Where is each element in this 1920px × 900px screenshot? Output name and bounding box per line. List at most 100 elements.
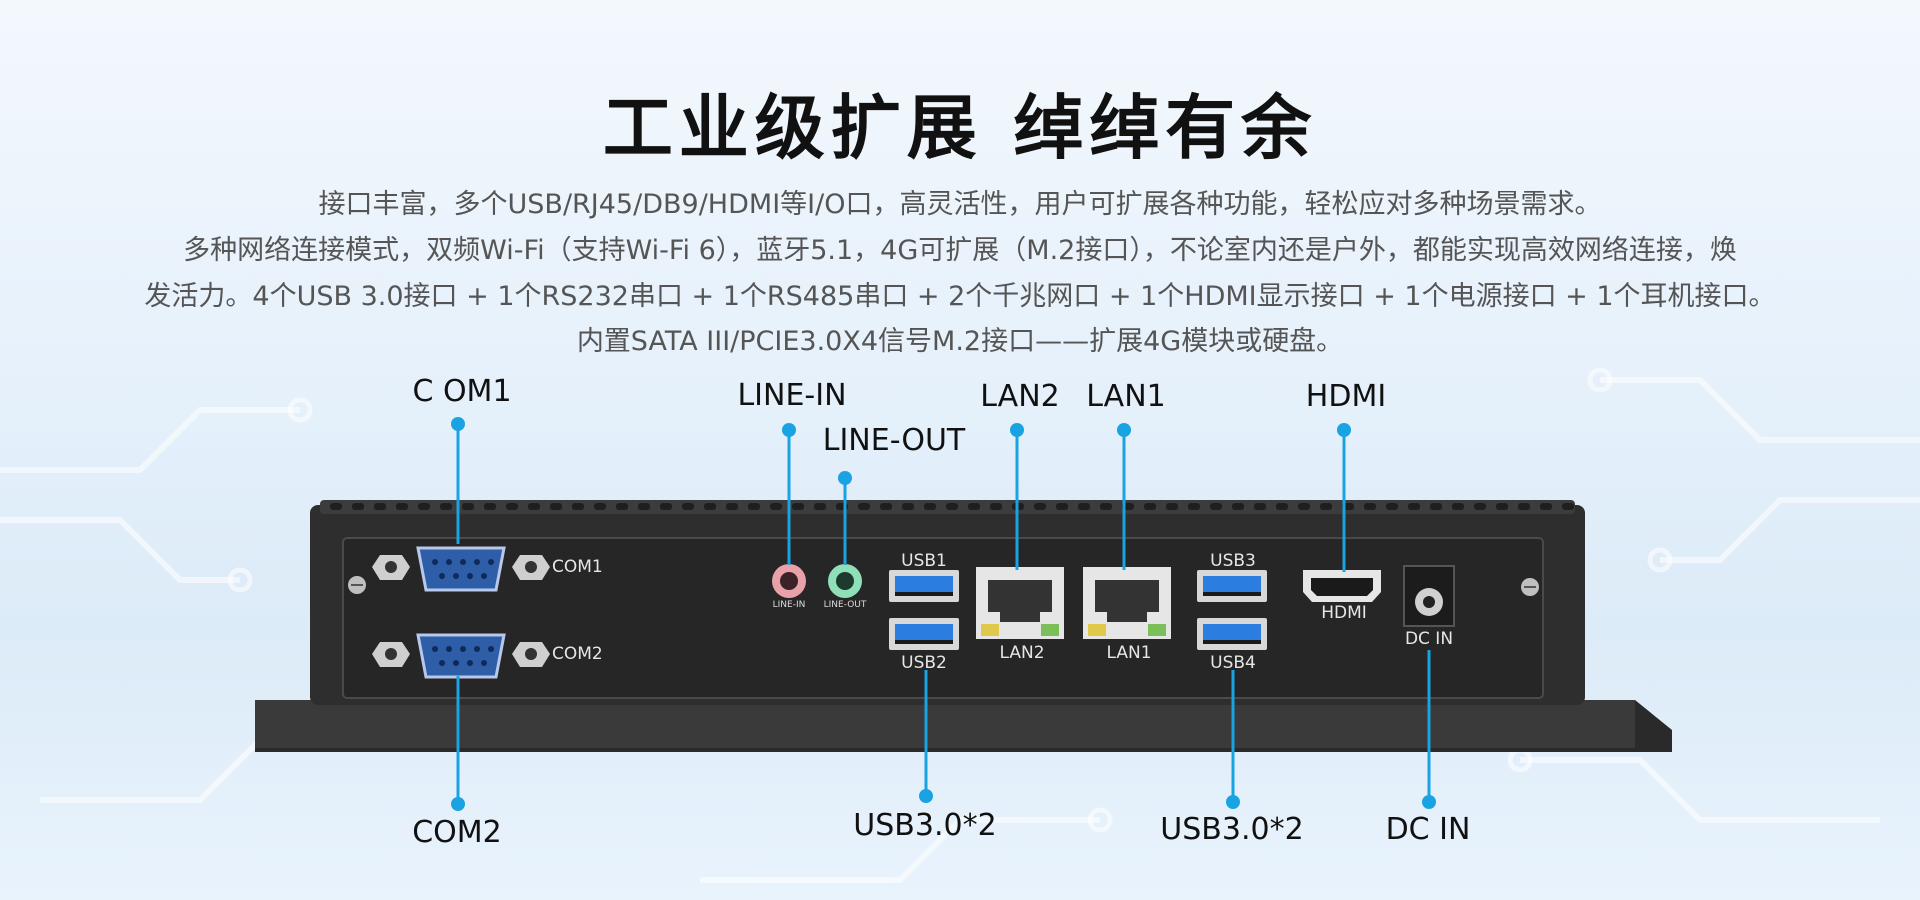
heat-sink-fin xyxy=(1320,503,1332,510)
heat-sink-fin xyxy=(1540,503,1552,510)
heat-sink-fin xyxy=(1078,503,1090,510)
heat-sink-fin xyxy=(1188,503,1200,510)
heat-sink-fin xyxy=(352,503,364,510)
heat-sink-fin xyxy=(792,503,804,510)
heat-sink-fin xyxy=(484,503,496,510)
heat-sink-fin xyxy=(880,503,892,510)
callout-line-out: LINE-OUT xyxy=(822,423,966,458)
heat-sink-fin xyxy=(1232,503,1244,510)
heat-sink-fin xyxy=(330,503,342,510)
callout-hdmi: HDMI xyxy=(1305,379,1387,414)
heat-sink-fin xyxy=(1474,503,1486,510)
description-line-1: 接口丰富，多个USB/RJ45/DB9/HDMI等I/O口，高灵活性，用户可扩展… xyxy=(318,189,1602,220)
panel-label-lan1: LAN1 xyxy=(1106,643,1152,663)
heat-sink-fin xyxy=(1562,503,1574,510)
line-in-jack xyxy=(772,564,806,598)
panel-label-usb3: USB3 xyxy=(1210,551,1256,571)
description-line-4: 内置SATA III/PCIE3.0X4信号M.2接口——扩展4G模块或硬盘。 xyxy=(576,326,1344,357)
leader-line-line-in xyxy=(787,430,791,565)
heat-sink-fin xyxy=(638,503,650,510)
com1-port xyxy=(372,546,550,592)
leader-dot-com2 xyxy=(451,797,465,811)
heat-sink-fin xyxy=(374,503,386,510)
leader-line-usb-right xyxy=(1231,670,1235,802)
panel-label-line-in: LINE-IN xyxy=(772,600,806,610)
panel-screw-right xyxy=(1521,578,1539,596)
panel-label-line-out: LINE-OUT xyxy=(823,600,867,610)
panel-label-usb2: USB2 xyxy=(901,653,947,673)
heat-sink-fin xyxy=(660,503,672,510)
line-out-jack xyxy=(828,564,862,598)
heat-sink-fin xyxy=(924,503,936,510)
heat-sink-fin xyxy=(1386,503,1398,510)
leader-line-dc-in xyxy=(1427,650,1431,802)
heat-sink-fin xyxy=(1408,503,1420,510)
heat-sink-fin xyxy=(770,503,782,510)
com2-port xyxy=(372,633,550,679)
heat-sink-fin xyxy=(682,503,694,510)
heat-sink-fin xyxy=(616,503,628,510)
leader-line-usb-left xyxy=(924,670,928,796)
heat-sink-fin xyxy=(1496,503,1508,510)
heat-sink-fin xyxy=(1166,503,1178,510)
dc-in-port xyxy=(1403,565,1455,627)
heat-sink-fin xyxy=(440,503,452,510)
callout-lan2: LAN2 xyxy=(980,379,1060,414)
callout-com1: C OM1 xyxy=(412,374,512,409)
leader-line-com1 xyxy=(456,424,460,544)
heat-sink-fin xyxy=(572,503,584,510)
device-base-edge xyxy=(255,700,1635,748)
heat-sink-fin xyxy=(506,503,518,510)
heat-sink-fin xyxy=(858,503,870,510)
heat-sink-fin xyxy=(528,503,540,510)
heat-sink-fin xyxy=(1430,503,1442,510)
heat-sink-fin xyxy=(968,503,980,510)
panel-label-com1: COM1 xyxy=(552,557,603,577)
leader-dot-com1 xyxy=(451,417,465,431)
panel-label-lan2: LAN2 xyxy=(999,643,1045,663)
lan1-port xyxy=(1083,567,1171,639)
leader-dot-lan2 xyxy=(1010,423,1024,437)
heat-sink-fin xyxy=(1254,503,1266,510)
leader-dot-line-in xyxy=(782,423,796,437)
heat-sink-fin xyxy=(1298,503,1310,510)
heat-sink-fin xyxy=(1056,503,1068,510)
heat-sink-fin xyxy=(1144,503,1156,510)
heat-sink-fin xyxy=(1452,503,1464,510)
leader-dot-usb-left xyxy=(919,789,933,803)
callout-usb-right: USB3.0*2 xyxy=(1160,812,1304,847)
heat-sink-fin xyxy=(902,503,914,510)
panel-screw-left xyxy=(348,576,366,594)
heat-sink-fin xyxy=(462,503,474,510)
hdmi-port xyxy=(1303,570,1381,602)
leader-dot-dc-in xyxy=(1422,795,1436,809)
leader-line-lan2 xyxy=(1015,430,1019,570)
heat-sink-fin xyxy=(594,503,606,510)
description-line-3: 发活力。4个USB 3.0接口 + 1个RS232串口 + 1个RS485串口 … xyxy=(144,281,1776,312)
panel-label-hdmi: HDMI xyxy=(1321,603,1367,623)
heat-sink-fin xyxy=(748,503,760,510)
heat-sink-fin xyxy=(814,503,826,510)
callout-line-in: LINE-IN xyxy=(737,378,847,413)
heat-sink-fin xyxy=(418,503,430,510)
leader-line-line-out xyxy=(843,478,847,565)
leader-dot-usb-right xyxy=(1226,795,1240,809)
leader-line-hdmi xyxy=(1342,430,1346,572)
leader-line-com2 xyxy=(456,676,460,804)
heat-sink-fin xyxy=(704,503,716,510)
panel-label-dc-in: DC IN xyxy=(1404,629,1454,649)
callout-dc-in: DC IN xyxy=(1385,812,1471,847)
heat-sink-fin xyxy=(1210,503,1222,510)
callout-com2: COM2 xyxy=(412,815,502,850)
heat-sink-fin xyxy=(1034,503,1046,510)
heat-sink-fin xyxy=(550,503,562,510)
heat-sink-fin-bumps xyxy=(330,503,1574,510)
callout-usb-left: USB3.0*2 xyxy=(853,808,997,843)
usb3-port xyxy=(1197,570,1267,602)
panel-label-com2: COM2 xyxy=(552,644,603,664)
heat-sink-fin xyxy=(1276,503,1288,510)
leader-dot-hdmi xyxy=(1337,423,1351,437)
usb2-port xyxy=(889,618,959,650)
heat-sink-fin xyxy=(1100,503,1112,510)
